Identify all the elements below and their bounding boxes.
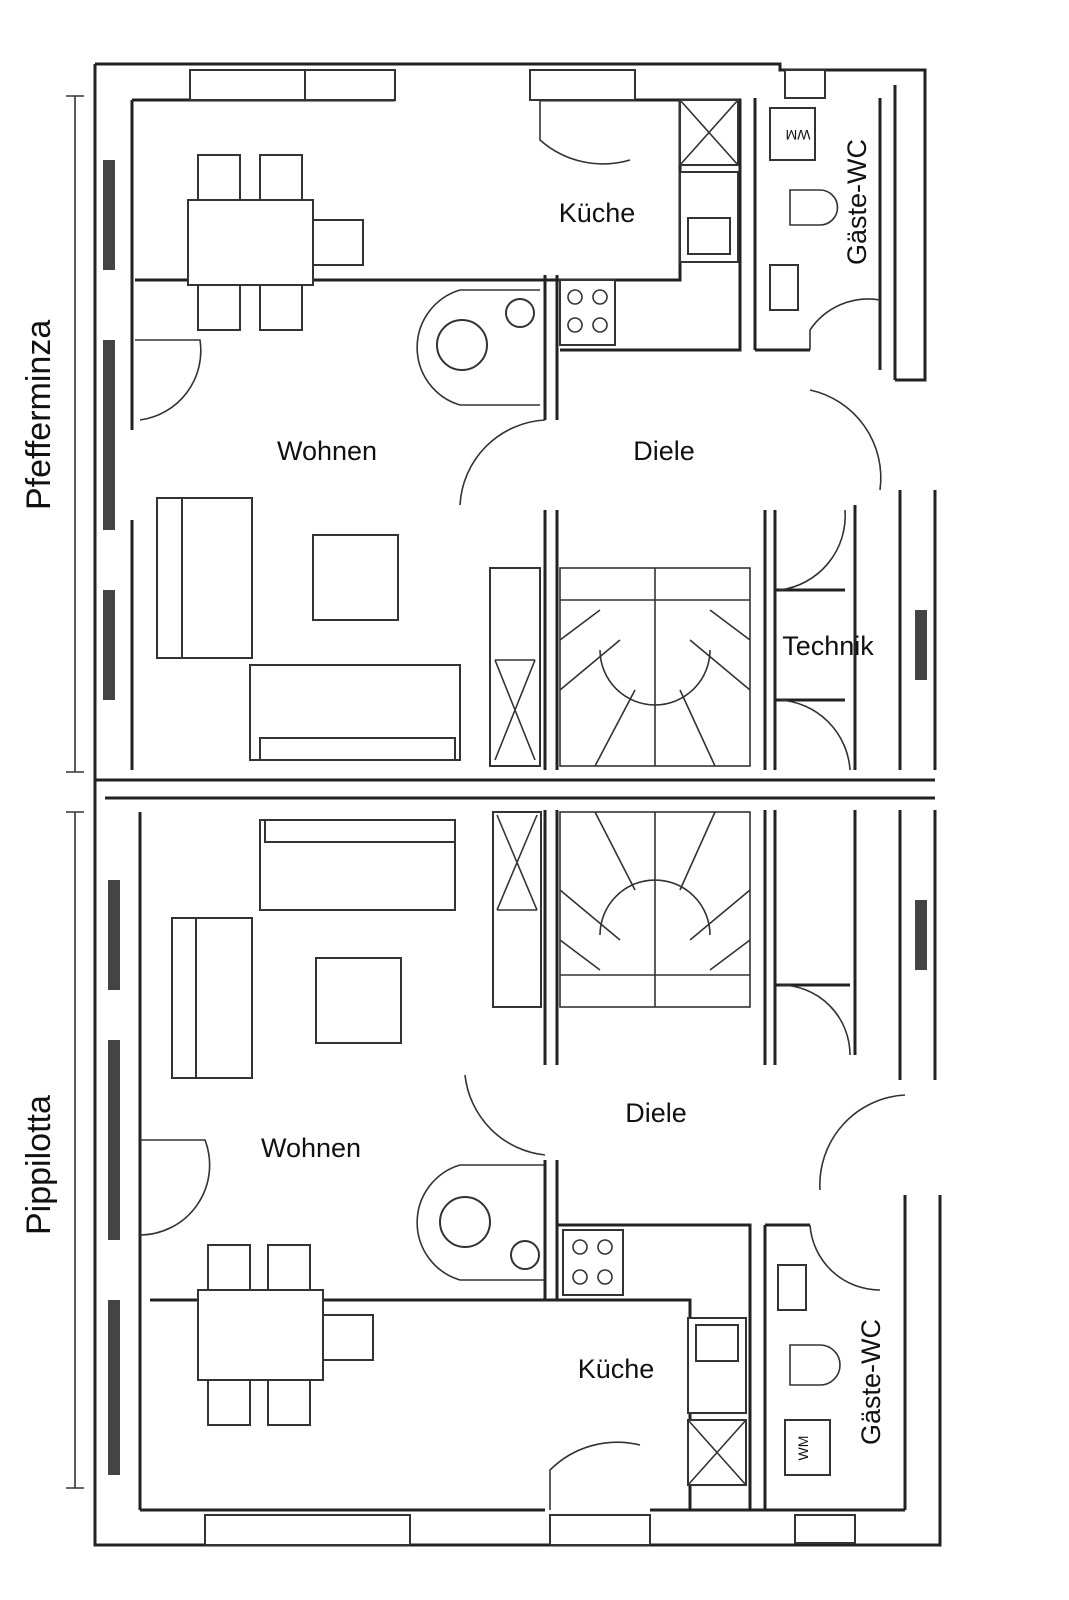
- room-label-bottom-wc: Gäste-WC: [856, 1319, 886, 1445]
- windows-bottom-unit: [108, 880, 927, 1546]
- staircase-top: [489, 567, 751, 767]
- windows-top-unit: [103, 69, 927, 700]
- unit-label-top: Pfefferminza: [20, 320, 58, 510]
- room-label-bottom-kitchen: Küche: [578, 1354, 655, 1384]
- room-label-bottom-hall: Diele: [625, 1098, 687, 1128]
- unit-label-bottom: Pippilotta: [20, 1095, 58, 1235]
- stove-round-top: [416, 289, 540, 406]
- room-label-bottom-living: Wohnen: [261, 1133, 361, 1163]
- room-label-top-hall: Diele: [633, 436, 695, 466]
- dining-table-top: [187, 154, 364, 331]
- dining-table-bottom: [197, 1244, 374, 1426]
- dimension-line-bottom-unit: [66, 811, 84, 1489]
- interior-walls-top: [135, 98, 845, 770]
- stove-round-bottom: [416, 1164, 545, 1281]
- kitchen-bottom: [562, 1229, 747, 1486]
- room-label-top-wc: Gäste-WC: [842, 139, 872, 265]
- coffee-table-bottom: [315, 957, 402, 1044]
- room-label-technik: Technik: [782, 631, 874, 661]
- staircase-bottom: [492, 811, 751, 1008]
- outer-walls: [93, 62, 942, 1547]
- interior-walls-bottom: [150, 810, 850, 1510]
- room-label-top-living: Wohnen: [277, 436, 377, 466]
- door-swings: [135, 100, 906, 1510]
- sofa-top-left: [156, 497, 253, 659]
- washing-machine-label-top: WM: [786, 127, 811, 143]
- dimension-line-top-unit: [66, 95, 84, 773]
- sofa-top-bottom: [249, 664, 461, 761]
- washing-machine-label-bottom: WM: [795, 1436, 811, 1461]
- wc-top: [769, 107, 839, 311]
- sofa-bottom-left: [171, 917, 253, 1079]
- room-label-top-kitchen: Küche: [559, 198, 636, 228]
- wc-bottom: [777, 1264, 841, 1476]
- sofa-bottom-top: [259, 819, 456, 911]
- coffee-table-top: [312, 534, 399, 621]
- kitchen-top: [559, 99, 739, 346]
